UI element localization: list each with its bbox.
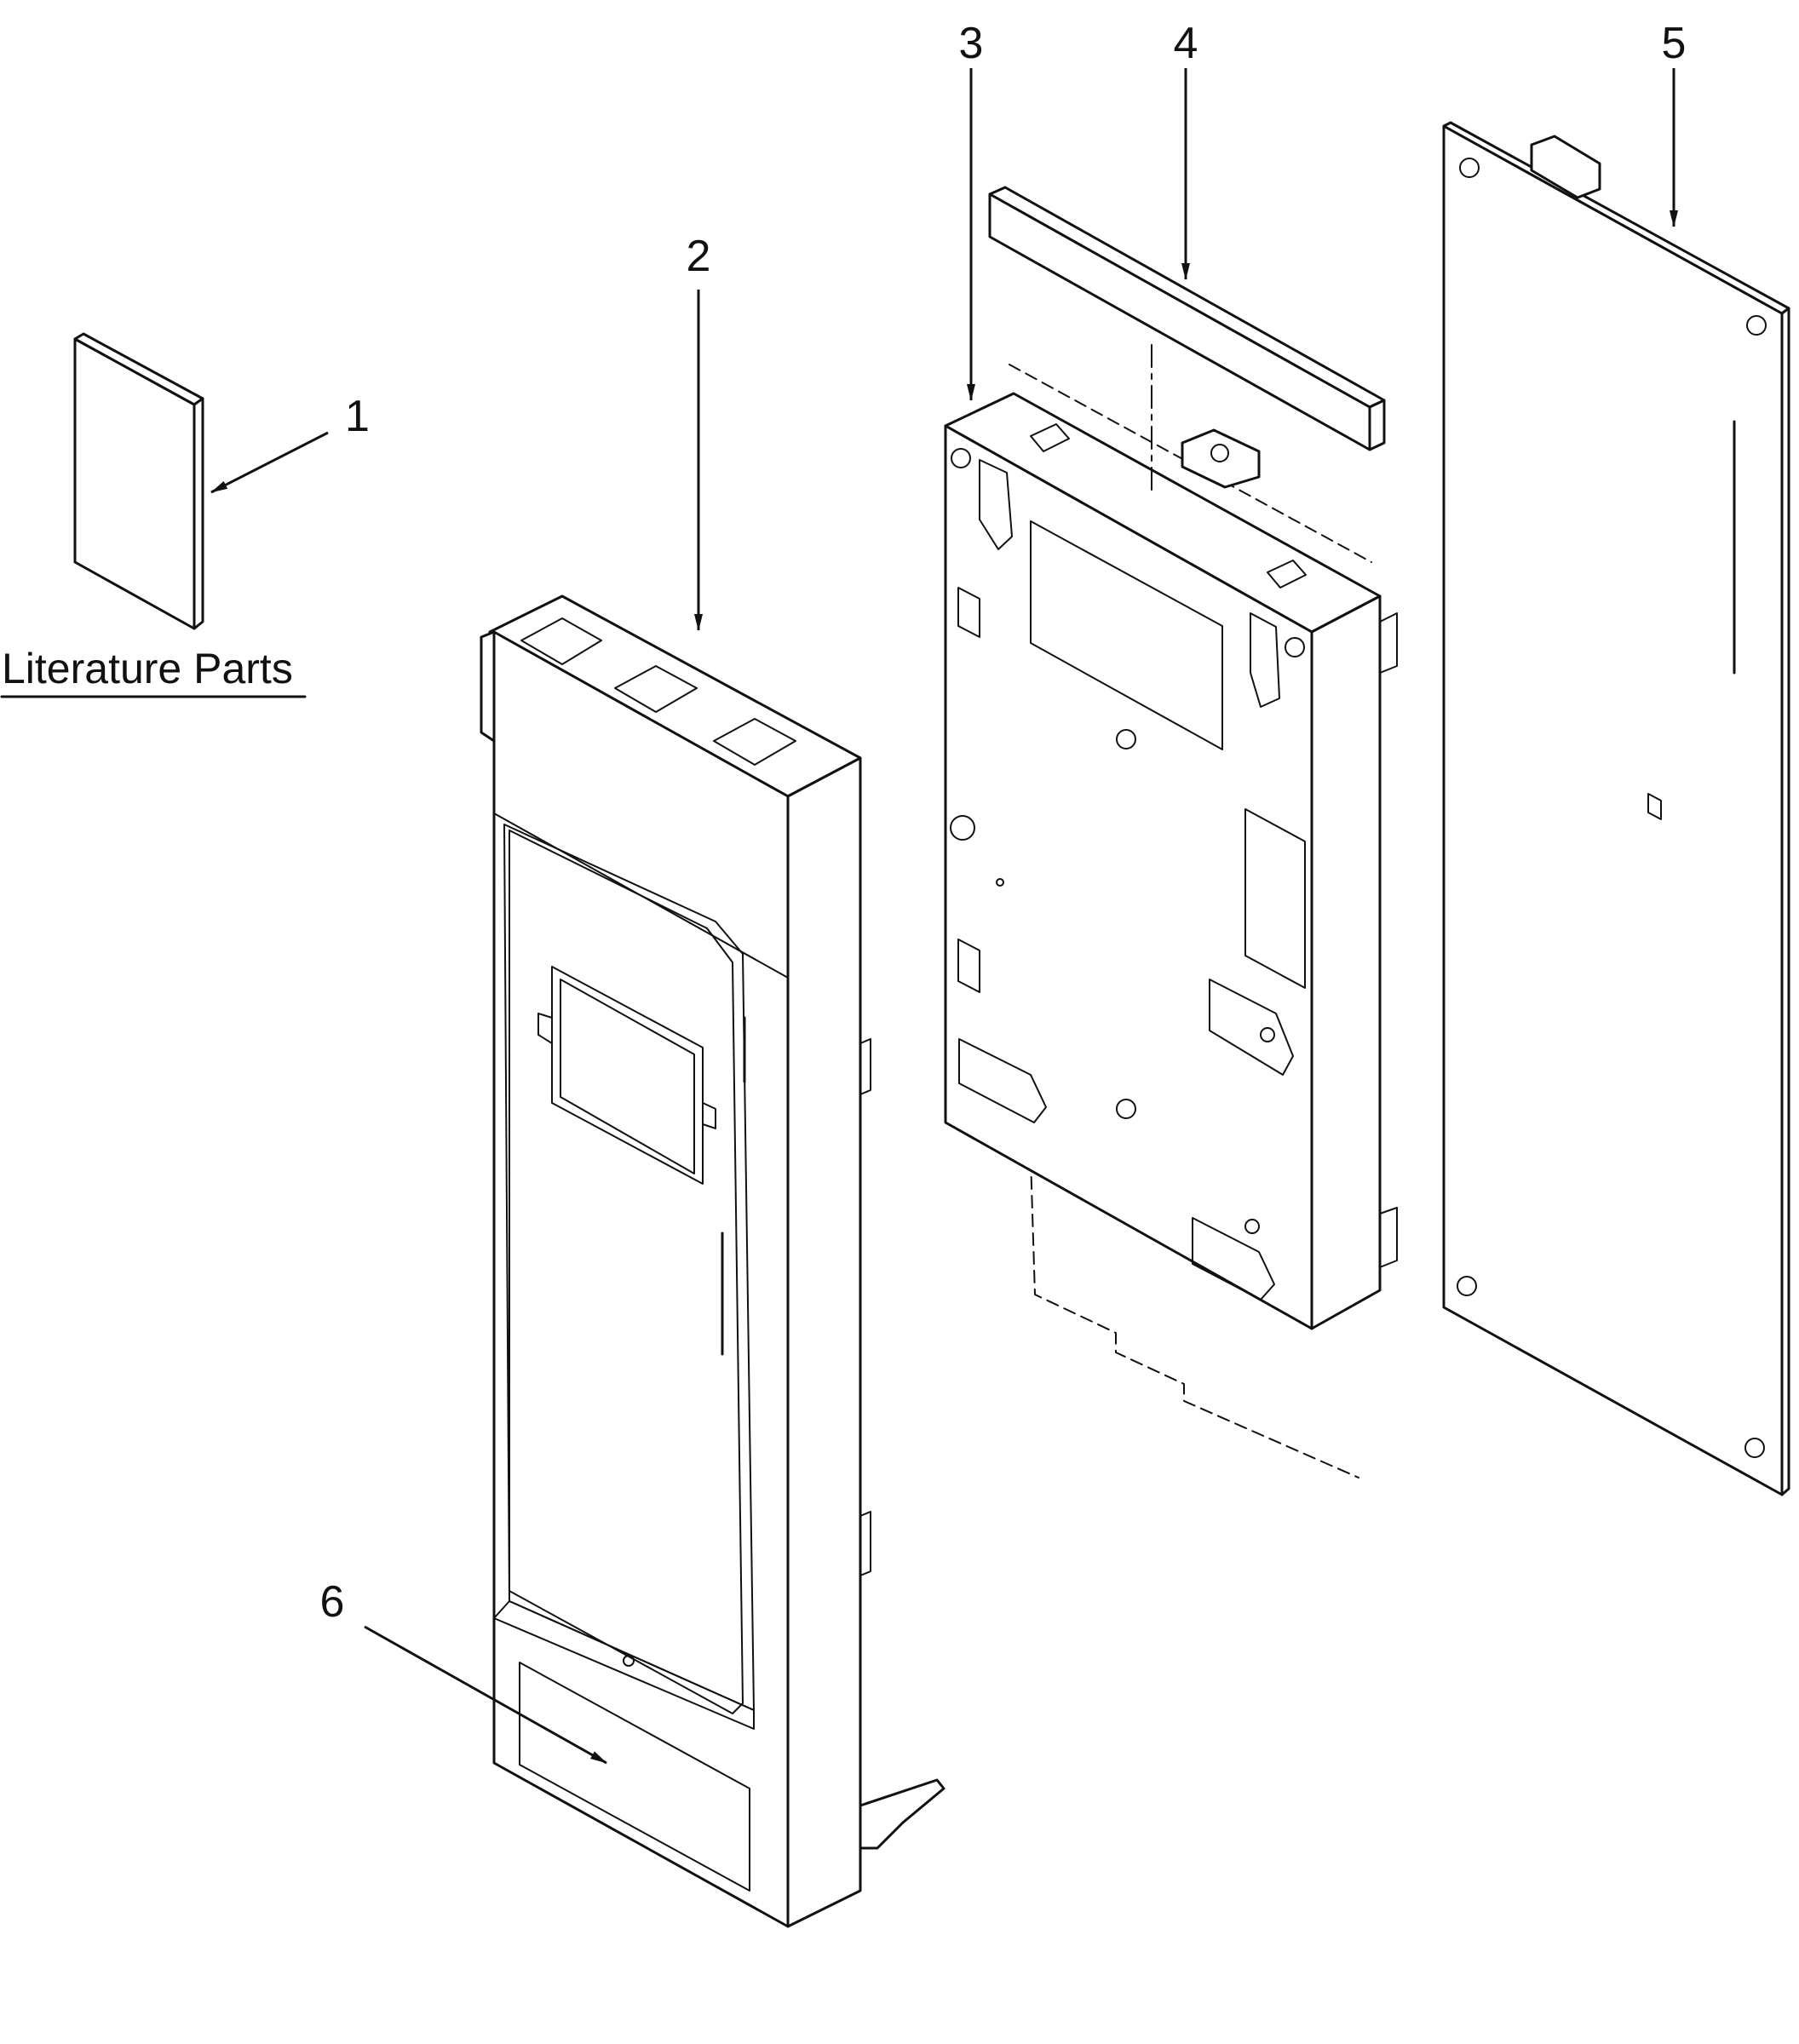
callout-5-label: 5 bbox=[1662, 19, 1687, 68]
callout-2-label: 2 bbox=[687, 232, 711, 281]
foam-strip bbox=[988, 186, 1386, 495]
callout-6-label: 6 bbox=[320, 1577, 345, 1627]
callout-3-label: 3 bbox=[959, 19, 984, 68]
control-box-bracket bbox=[944, 364, 1398, 1478]
control-panel-front bbox=[480, 594, 945, 1928]
circuit-board bbox=[1442, 121, 1790, 1496]
callout-1-arrow bbox=[210, 431, 329, 494]
callout-1-label: 1 bbox=[345, 392, 370, 441]
literature-parts-booklet bbox=[73, 332, 204, 630]
callout-6-arrow bbox=[364, 1625, 607, 1765]
literature-parts-label: Literature Parts bbox=[2, 645, 293, 692]
callout-4-label: 4 bbox=[1174, 19, 1198, 68]
